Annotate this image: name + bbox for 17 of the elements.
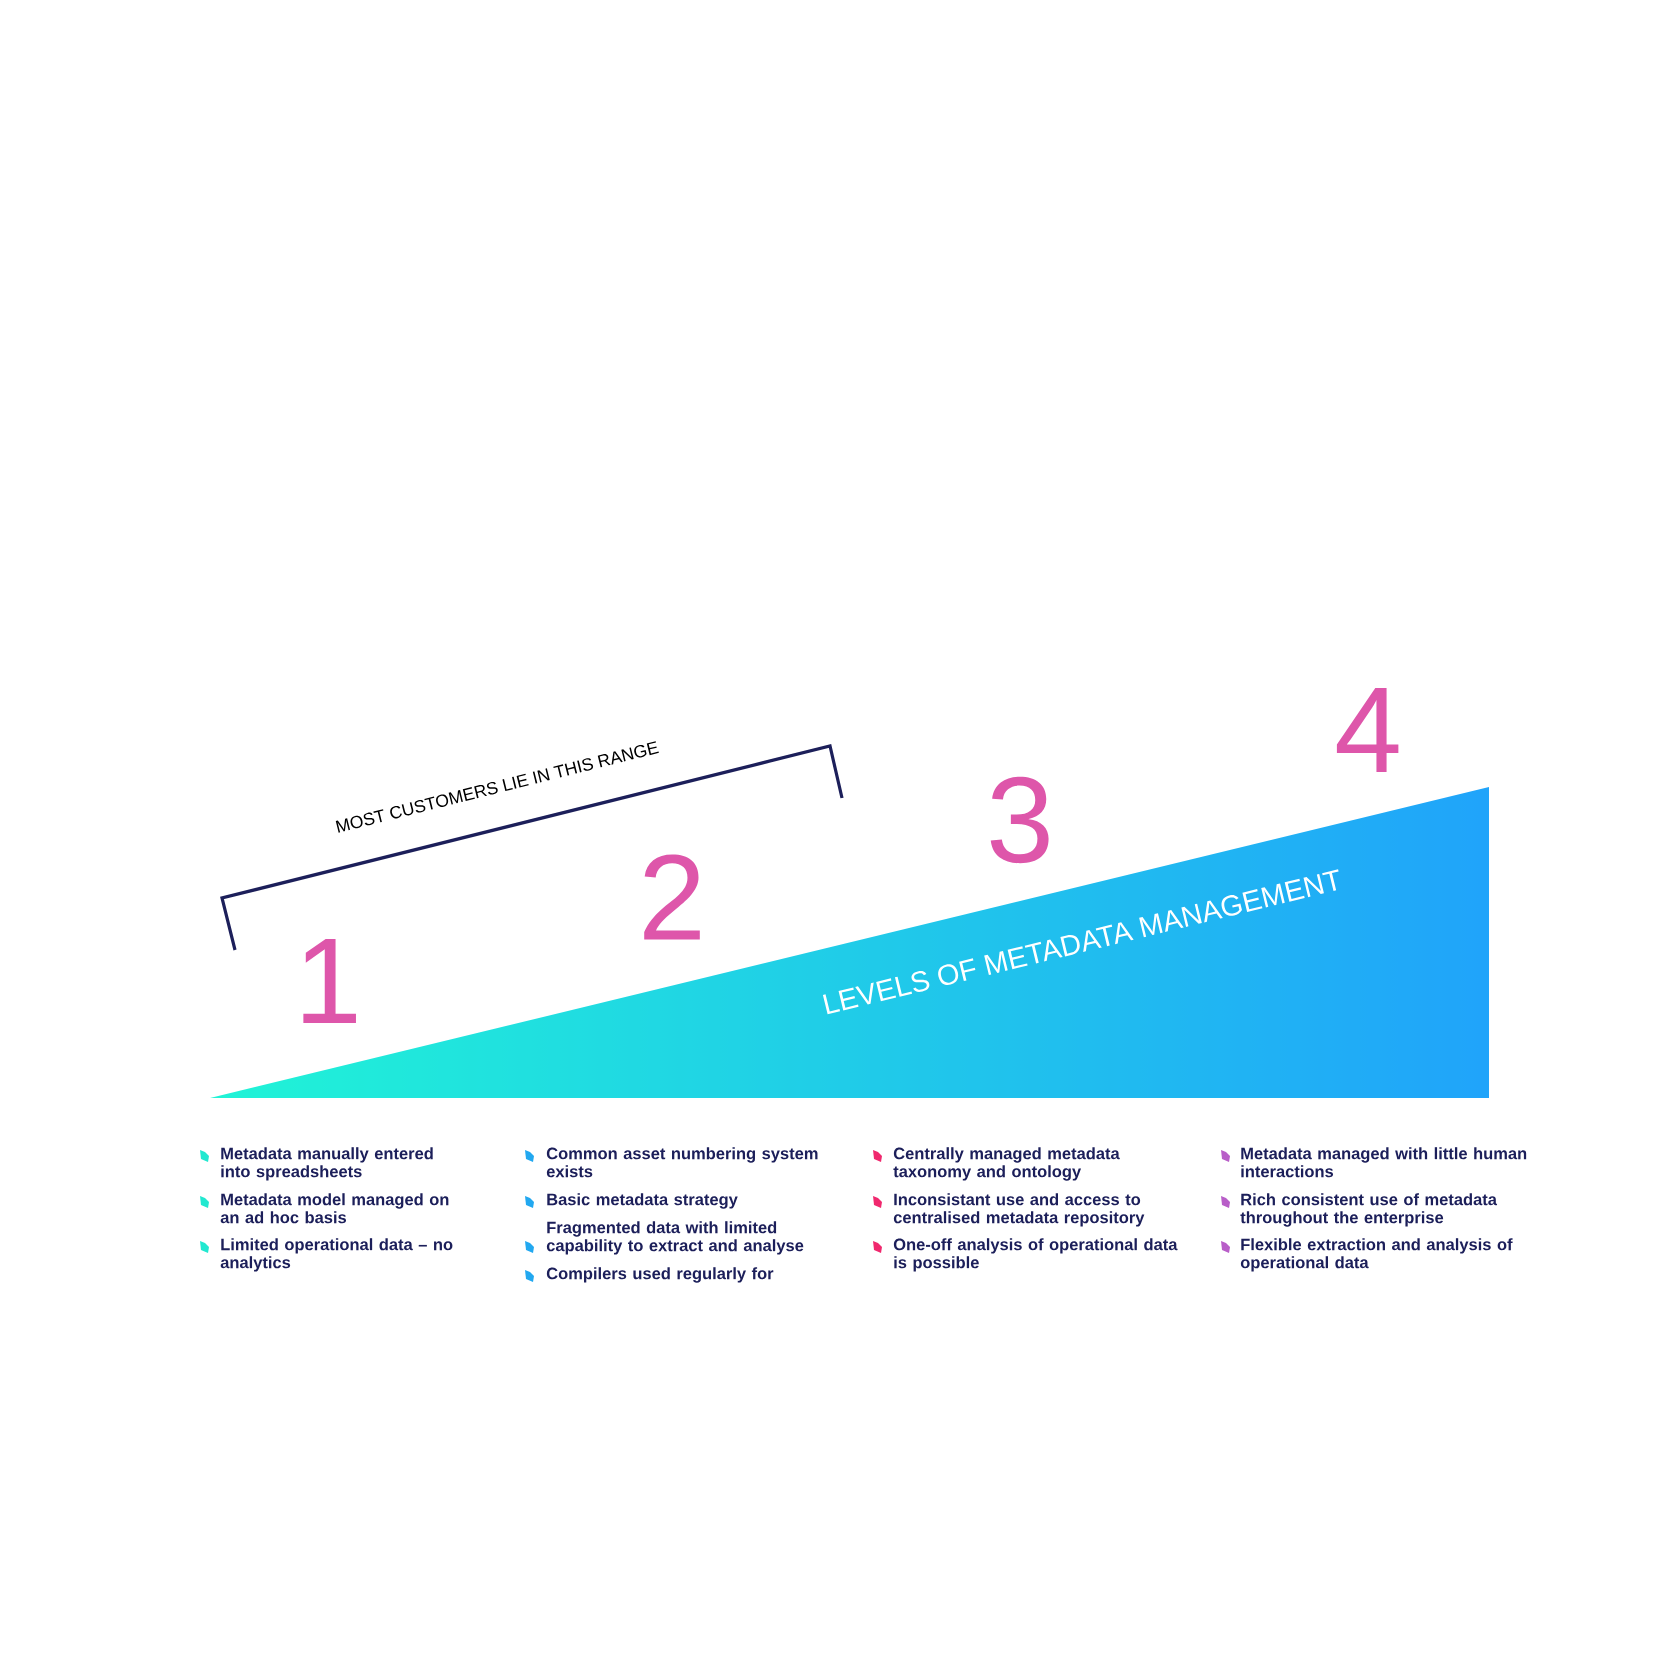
bullet-text: Metadata manually entered into spreadsheets [221,1147,433,1181]
bullet-text: One-off analysis of operational data is possible [893,1238,1178,1272]
level-number: 2 [644,854,700,940]
level-number: 3 [990,776,1049,864]
bullet-text: Centrally managed metadata taxonomy and ontology [893,1147,1120,1181]
bullet-text: Limited operational data – no analytics [220,1238,453,1272]
bullet-text: Metadata managed with little human interactions [1241,1147,1527,1178]
bullet-text: Fragmented data with limited capability to extract and analyse [546,1221,804,1255]
bullet-text: Inconsistant use and access to centralised metadata repository [893,1193,1145,1227]
level-number: 4 [1336,688,1399,772]
bullet-text: Metadata model managed on an ad hoc basis [220,1193,449,1224]
bullet-text: Rich consistent use of metadata throughout the enterprise [1240,1193,1498,1227]
bullet-text: Basic metadata strategy [547,1193,738,1209]
level-number: 1 [303,939,356,1023]
bullet-text: Common asset numbering system exists [546,1147,818,1178]
bullet-text: Flexible extraction and analysis of operational data [1240,1238,1513,1272]
bullet-text: Compilers used regularly for [546,1267,774,1283]
